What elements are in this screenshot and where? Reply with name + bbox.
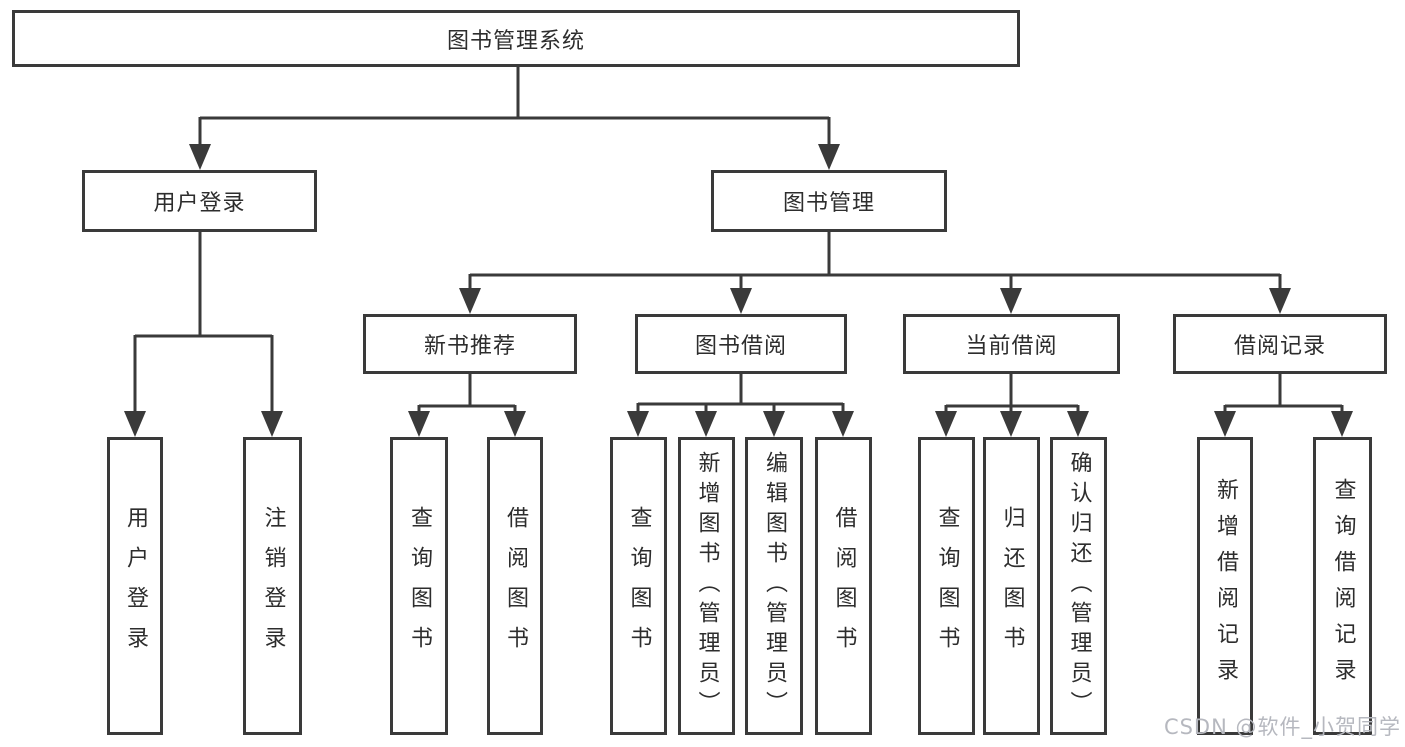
node-root: 图书管理系统 — [12, 10, 1020, 67]
leaf-query-borrow-record: 查询借阅记录 — [1313, 437, 1372, 735]
leaf-add-books-admin: 新增图书（管理员） — [678, 437, 735, 735]
leaf-query-books-borrow: 查询图书 — [610, 437, 667, 735]
leaf-logout: 注销登录 — [243, 437, 302, 735]
leaf-query-books-current: 查询图书 — [918, 437, 975, 735]
leaf-query-books-recommend: 查询图书 — [390, 437, 448, 735]
node-book-management: 图书管理 — [711, 170, 947, 232]
leaf-confirm-return-admin: 确认归还（管理员） — [1050, 437, 1107, 735]
node-user-login: 用户登录 — [82, 170, 317, 232]
leaf-user-login: 用户登录 — [107, 437, 163, 735]
leaf-borrow-books-recommend: 借阅图书 — [487, 437, 543, 735]
node-current-borrow: 当前借阅 — [903, 314, 1120, 374]
node-book-borrow: 图书借阅 — [635, 314, 847, 374]
watermark: CSDN @软件_小贺同学 — [1163, 715, 1401, 739]
leaf-add-borrow-record: 新增借阅记录 — [1197, 437, 1253, 735]
node-new-book-recommend: 新书推荐 — [363, 314, 577, 374]
node-borrow-records: 借阅记录 — [1173, 314, 1387, 374]
leaf-return-books: 归还图书 — [983, 437, 1040, 735]
leaf-borrow-books: 借阅图书 — [815, 437, 872, 735]
leaf-edit-books-admin: 编辑图书（管理员） — [745, 437, 803, 735]
